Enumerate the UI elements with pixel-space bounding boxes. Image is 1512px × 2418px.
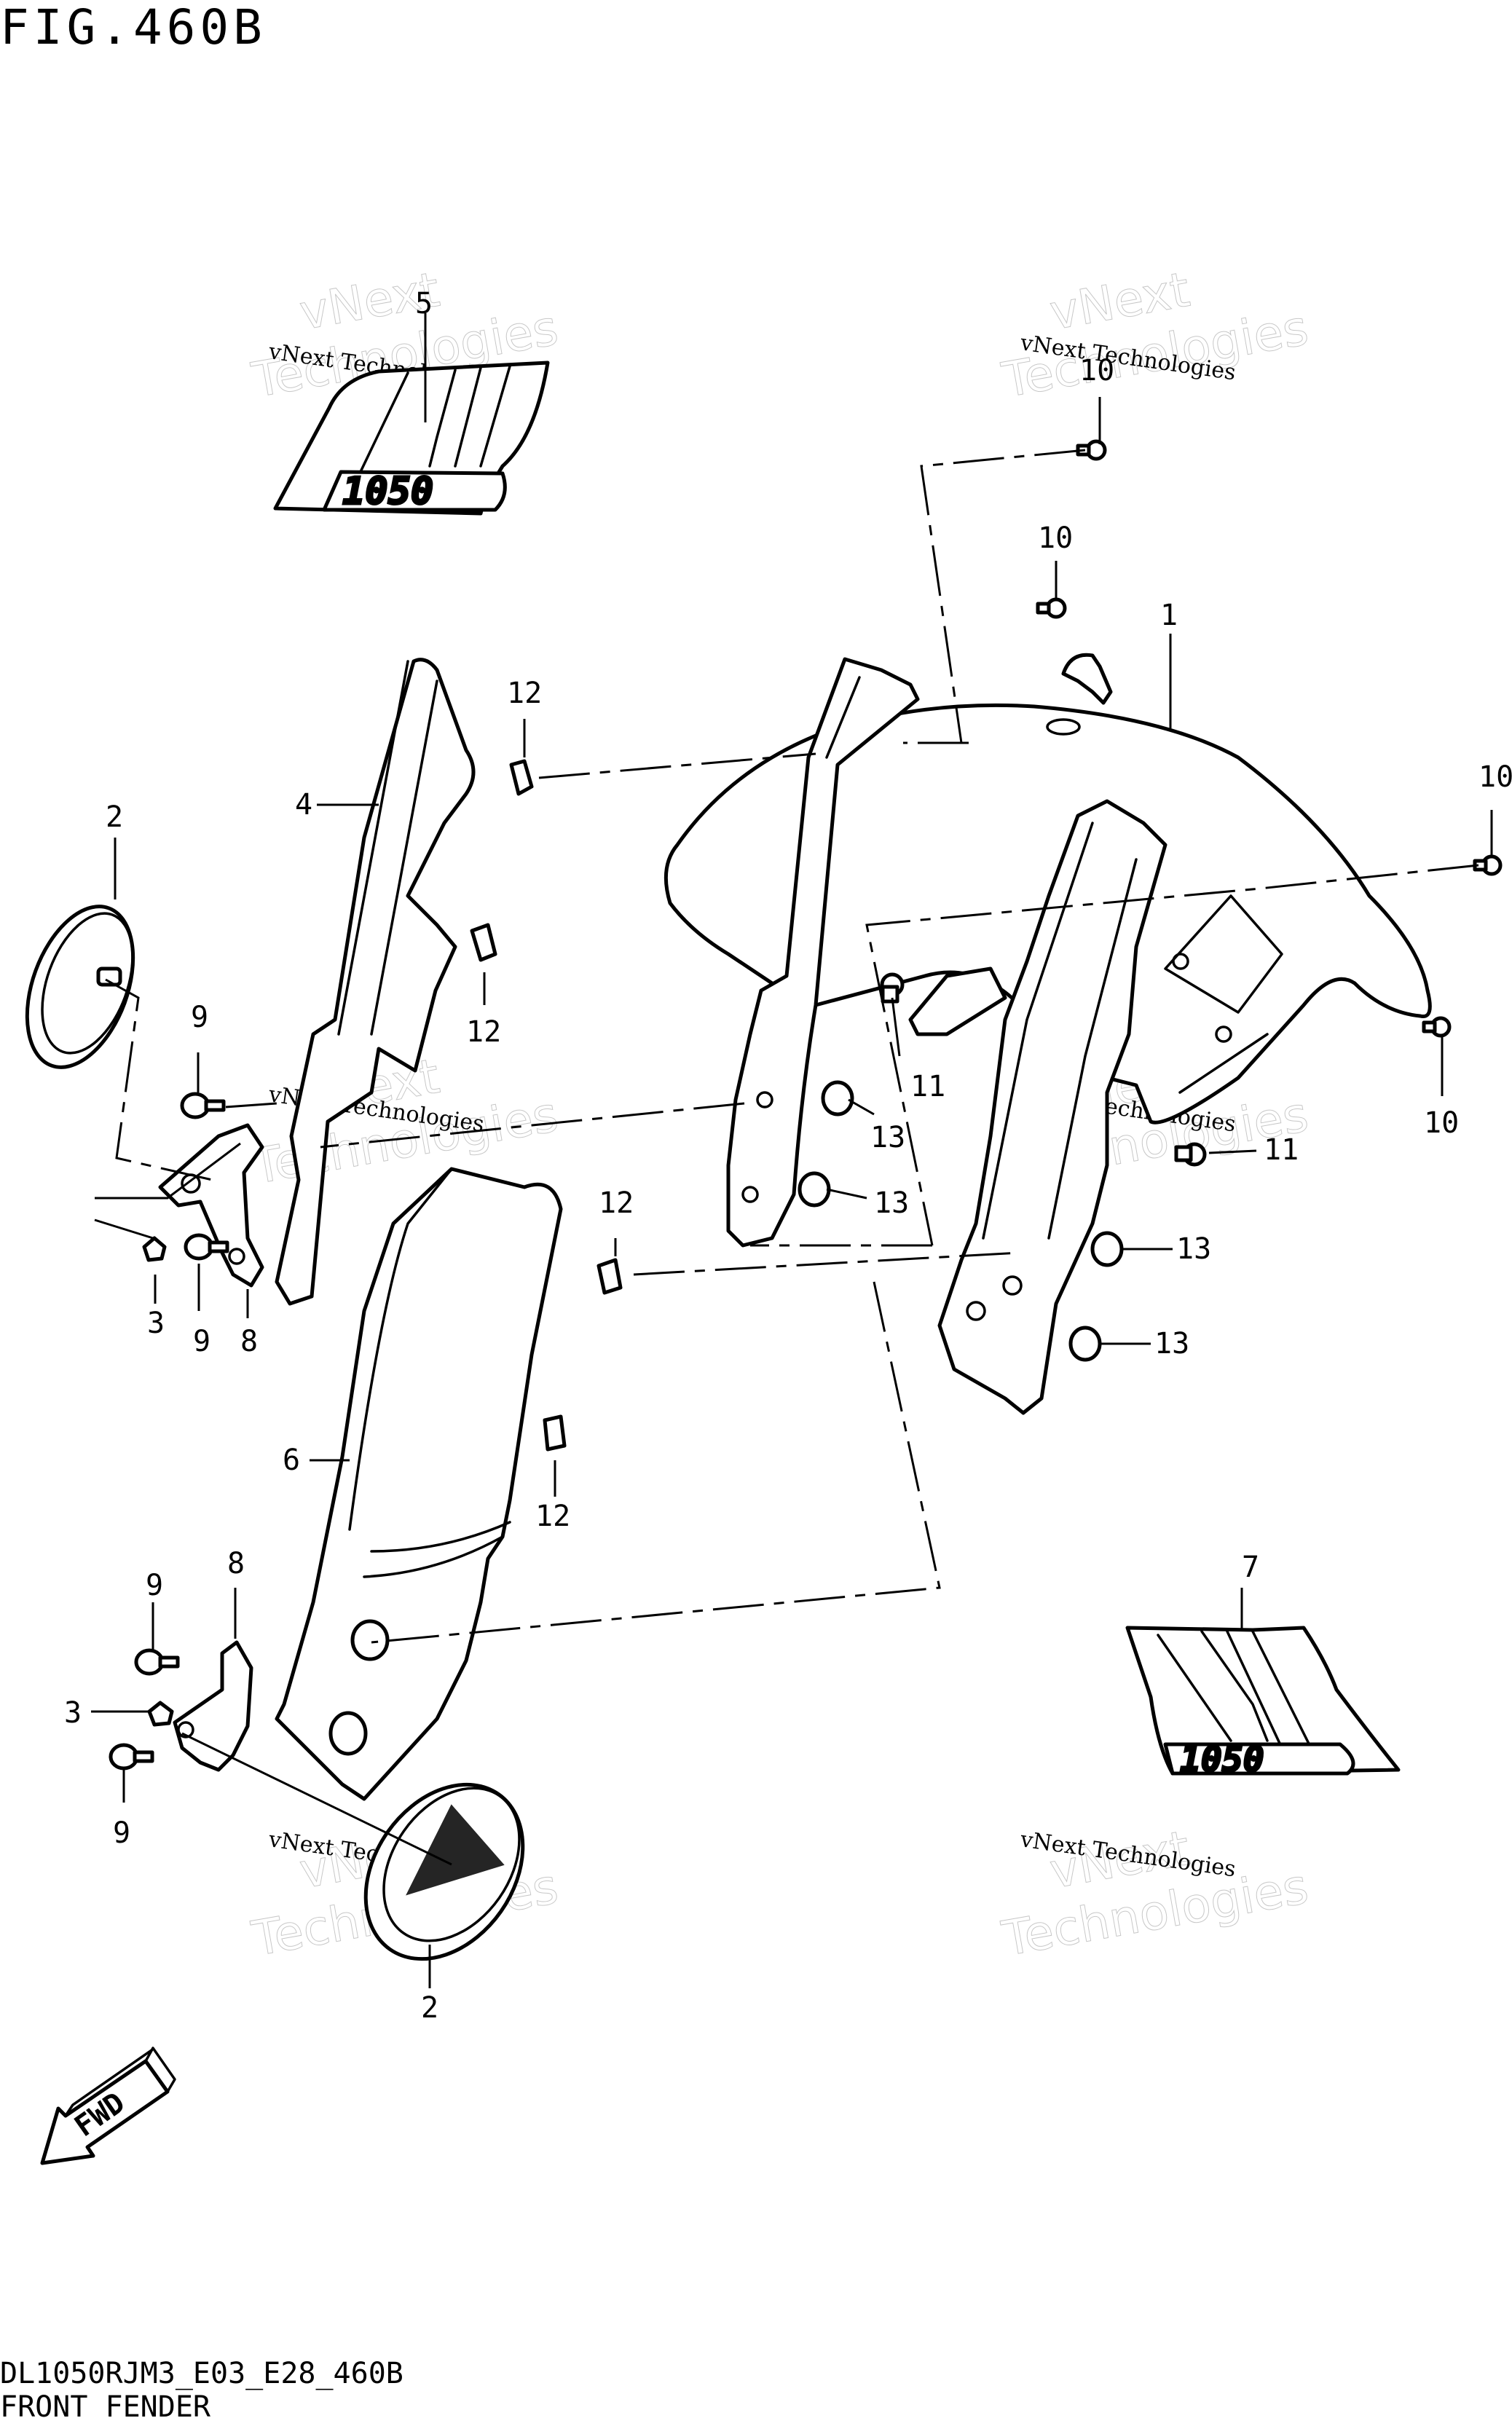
callout-9-b: 9 bbox=[193, 1325, 210, 1358]
callout-2-lower: 2 bbox=[421, 1991, 438, 2025]
figure-title: FIG.460B bbox=[0, 0, 267, 55]
part-2-reflector-upper[interactable] bbox=[7, 892, 154, 1082]
part-2-reflector-lower[interactable] bbox=[334, 1755, 556, 1989]
callout-13-c: 13 bbox=[1176, 1232, 1211, 1266]
callout-labels: 1 2 2 3 3 4 5 6 7 8 8 9 9 9 9 10 10 10 1… bbox=[64, 287, 1512, 2025]
part-7-decal[interactable]: 1050 bbox=[1125, 1626, 1401, 1781]
callout-2-upper: 2 bbox=[106, 800, 123, 834]
clip-12-a[interactable] bbox=[509, 759, 534, 796]
clip-12-c[interactable] bbox=[596, 1258, 623, 1295]
watermark-2: vNext Technologies bbox=[997, 261, 1312, 409]
bolt-11-a[interactable] bbox=[880, 972, 905, 1004]
bolt-11-b[interactable] bbox=[1174, 1142, 1207, 1167]
clip-12-b[interactable] bbox=[470, 923, 497, 962]
grommet-13-a[interactable] bbox=[821, 1080, 854, 1117]
callout-13-b: 13 bbox=[874, 1186, 909, 1220]
callout-1: 1 bbox=[1160, 599, 1178, 632]
grommet-13-b[interactable] bbox=[798, 1171, 831, 1208]
callout-10-a: 10 bbox=[1079, 354, 1114, 387]
callout-12-b: 12 bbox=[466, 1015, 501, 1049]
callout-10-d: 10 bbox=[1424, 1106, 1459, 1140]
callout-7: 7 bbox=[1242, 1551, 1259, 1584]
part-1-front-fender[interactable] bbox=[664, 653, 1432, 1415]
part-5-decal[interactable]: 1050 bbox=[273, 361, 550, 516]
grommet-13-c[interactable] bbox=[1090, 1231, 1124, 1267]
part-6-fork-cover-lower[interactable] bbox=[275, 1167, 563, 1801]
callout-5: 5 bbox=[415, 287, 433, 320]
screw-10-c[interactable] bbox=[1473, 854, 1503, 876]
watermark-6: vNext Technologies bbox=[997, 1819, 1312, 1967]
grommet-13-d[interactable] bbox=[1068, 1326, 1102, 1362]
callout-10-b: 10 bbox=[1038, 521, 1073, 555]
callout-12-c: 12 bbox=[599, 1186, 634, 1220]
callout-3-lower: 3 bbox=[64, 1696, 82, 1730]
callout-10-c: 10 bbox=[1478, 760, 1512, 794]
callout-12-a: 12 bbox=[507, 677, 542, 710]
bolt-9-d[interactable] bbox=[109, 1743, 154, 1771]
bolt-9-a[interactable] bbox=[180, 1092, 226, 1119]
callout-8-lower: 8 bbox=[227, 1547, 245, 1580]
callout-13-d: 13 bbox=[1154, 1327, 1189, 1360]
fwd-arrow: FWD bbox=[40, 2047, 176, 2165]
bolt-9-c[interactable] bbox=[134, 1648, 180, 1676]
callout-9-d: 9 bbox=[113, 1816, 130, 1850]
nut-3-a[interactable] bbox=[142, 1236, 167, 1262]
part-8-bracket-lower[interactable] bbox=[173, 1640, 253, 1772]
callout-9-c: 9 bbox=[146, 1569, 163, 1602]
nut-3-b[interactable] bbox=[147, 1701, 174, 1727]
leader-lines bbox=[91, 313, 1493, 1988]
callout-13-a: 13 bbox=[870, 1121, 905, 1154]
callout-12-d: 12 bbox=[535, 1500, 570, 1533]
callout-11-a: 11 bbox=[910, 1070, 945, 1103]
callout-6: 6 bbox=[283, 1444, 300, 1477]
decal-number: 1050 bbox=[342, 470, 433, 513]
model-code: DL1050RJM3_E03_E28_460B bbox=[0, 2357, 403, 2390]
callout-9-a: 9 bbox=[191, 1001, 208, 1034]
screw-10-b[interactable] bbox=[1036, 597, 1067, 619]
part-4-fork-cover[interactable] bbox=[275, 658, 476, 1306]
callout-11-b: 11 bbox=[1264, 1133, 1299, 1167]
callout-3-upper: 3 bbox=[147, 1307, 165, 1340]
assembly-lines bbox=[105, 449, 1479, 1644]
decal-number: 1050 bbox=[1180, 1739, 1264, 1780]
bolt-9-b[interactable] bbox=[184, 1233, 229, 1261]
screw-10-d[interactable] bbox=[1422, 1016, 1452, 1038]
clip-12-d[interactable] bbox=[543, 1414, 567, 1452]
part-8-bracket-upper[interactable] bbox=[158, 1123, 264, 1288]
callout-8-upper: 8 bbox=[240, 1325, 258, 1358]
callout-4: 4 bbox=[295, 788, 312, 822]
figure-caption: FRONT FENDER bbox=[0, 2390, 211, 2418]
